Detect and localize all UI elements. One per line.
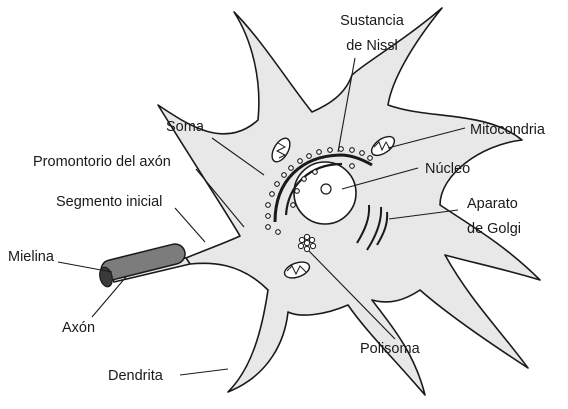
label-dendrita: Dendrita — [108, 368, 164, 384]
nucleolus — [321, 184, 331, 194]
label-mitocondria: Mitocondria — [470, 122, 546, 138]
label-promontorio: Promontorio del axón — [33, 154, 171, 170]
label-aparato-golgi-1: Aparato — [467, 196, 518, 212]
label-nucleo: Núcleo — [425, 161, 470, 177]
label-segmento-inicial: Segmento inicial — [56, 194, 162, 210]
label-sustancia-nissl-2: de Nissl — [346, 38, 398, 54]
label-mielina: Mielina — [8, 249, 55, 265]
label-polisoma: Polisoma — [360, 341, 421, 357]
label-sustancia-nissl-1: Sustancia — [340, 13, 405, 29]
label-aparato-golgi-2: de Golgi — [467, 221, 521, 237]
label-axon: Axón — [62, 320, 95, 336]
label-soma: Soma — [166, 119, 205, 135]
